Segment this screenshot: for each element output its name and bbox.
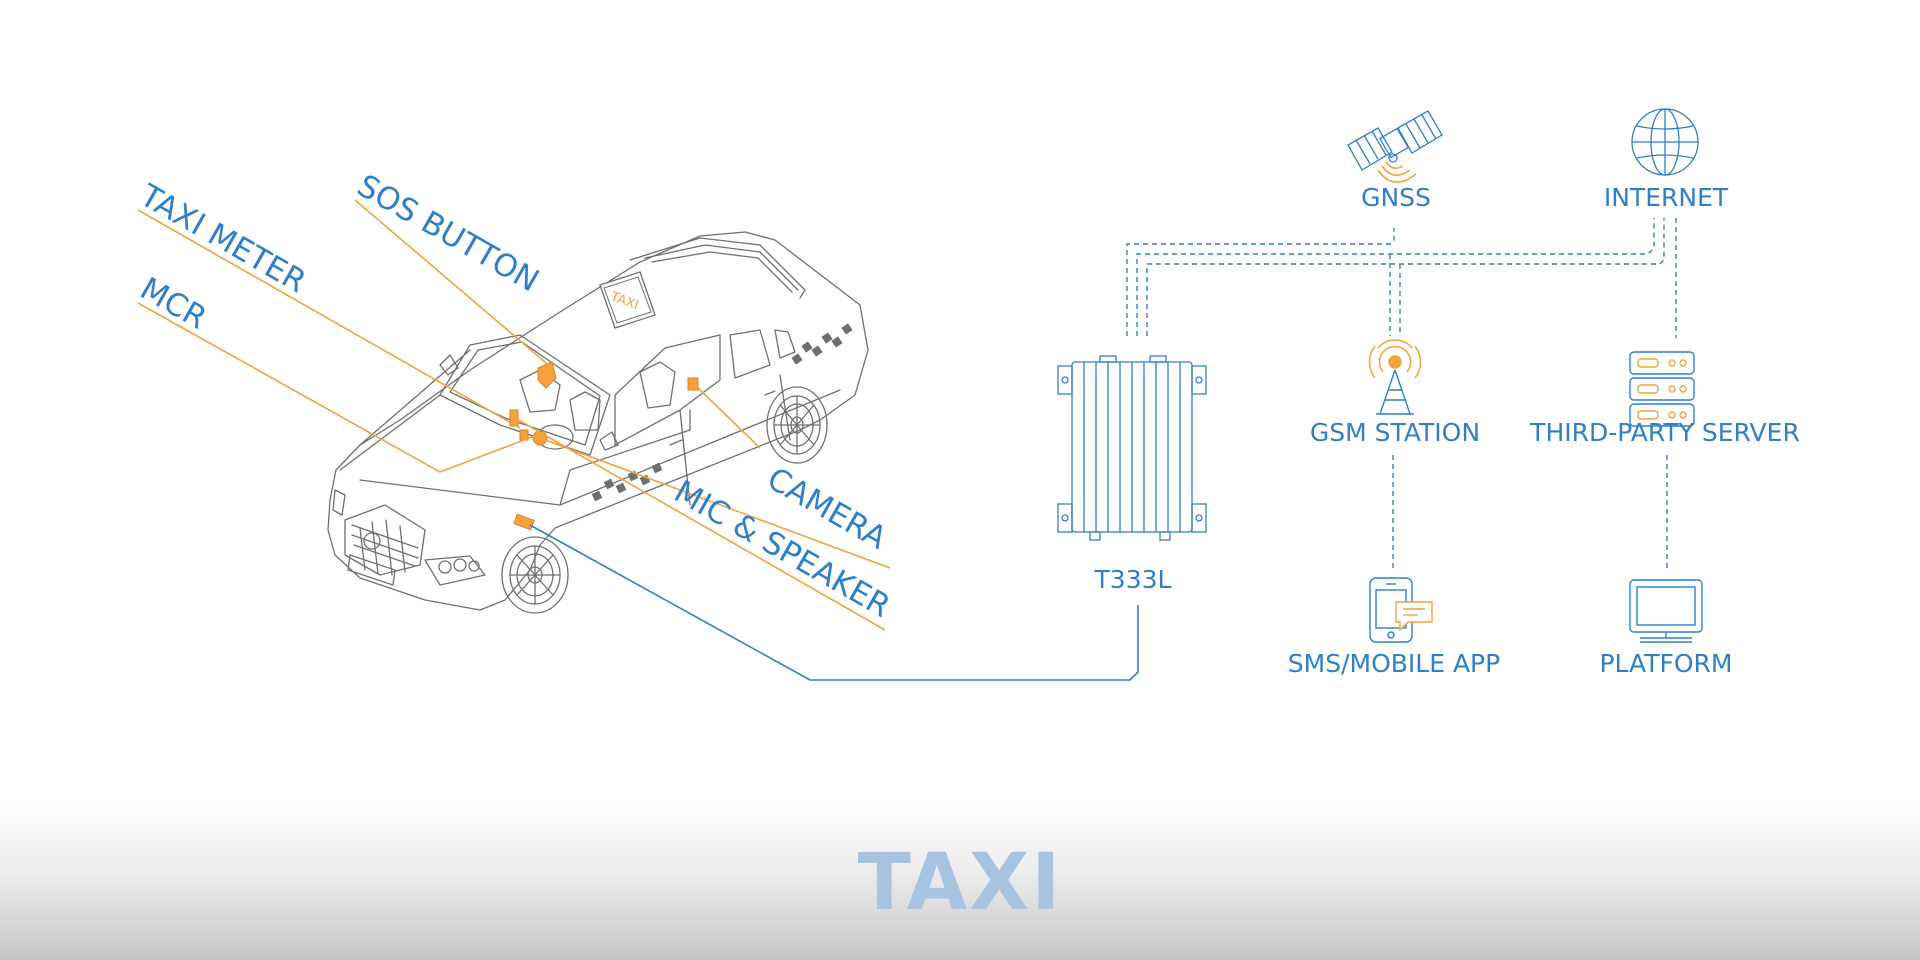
phone-chat-icon bbox=[1369, 577, 1433, 643]
satellite-icon bbox=[1347, 110, 1443, 171]
platform-label: PLATFORM bbox=[1599, 649, 1732, 678]
gsm-station-label: GSM STATION bbox=[1310, 418, 1480, 447]
mcr-label: MCR bbox=[134, 271, 213, 337]
mcr-marker bbox=[509, 409, 519, 427]
footer-band: TAXI bbox=[0, 800, 1920, 960]
sms-mobile-app-label: SMS/MOBILE APP bbox=[1288, 649, 1500, 678]
device-label: T333L bbox=[1094, 565, 1172, 594]
monitor-icon bbox=[1629, 579, 1703, 643]
server-icon bbox=[1629, 351, 1695, 427]
checker-pattern bbox=[591, 323, 853, 502]
globe-icon bbox=[1631, 108, 1699, 176]
sos-button-marker bbox=[537, 361, 557, 389]
third-party-server-label: THIRD-PARTY SERVER bbox=[1529, 418, 1800, 447]
taxi-diagram: TAXI TAXI METER SOS BUTTON MCR CAMERA MI… bbox=[133, 108, 1800, 681]
callout-lines bbox=[137, 199, 891, 631]
gnss-label: GNSS bbox=[1361, 183, 1431, 212]
cable-line bbox=[529, 524, 1139, 681]
internet-label: INTERNET bbox=[1604, 183, 1729, 212]
front-connector-marker bbox=[513, 513, 535, 531]
network-connectors bbox=[1126, 218, 1677, 572]
device-icon bbox=[1057, 355, 1207, 541]
footer-title: TAXI bbox=[857, 838, 1063, 928]
antenna-tower-icon bbox=[1368, 339, 1422, 415]
satellite-signal-icon bbox=[1377, 161, 1417, 183]
roof-sign: TAXI bbox=[599, 271, 656, 329]
